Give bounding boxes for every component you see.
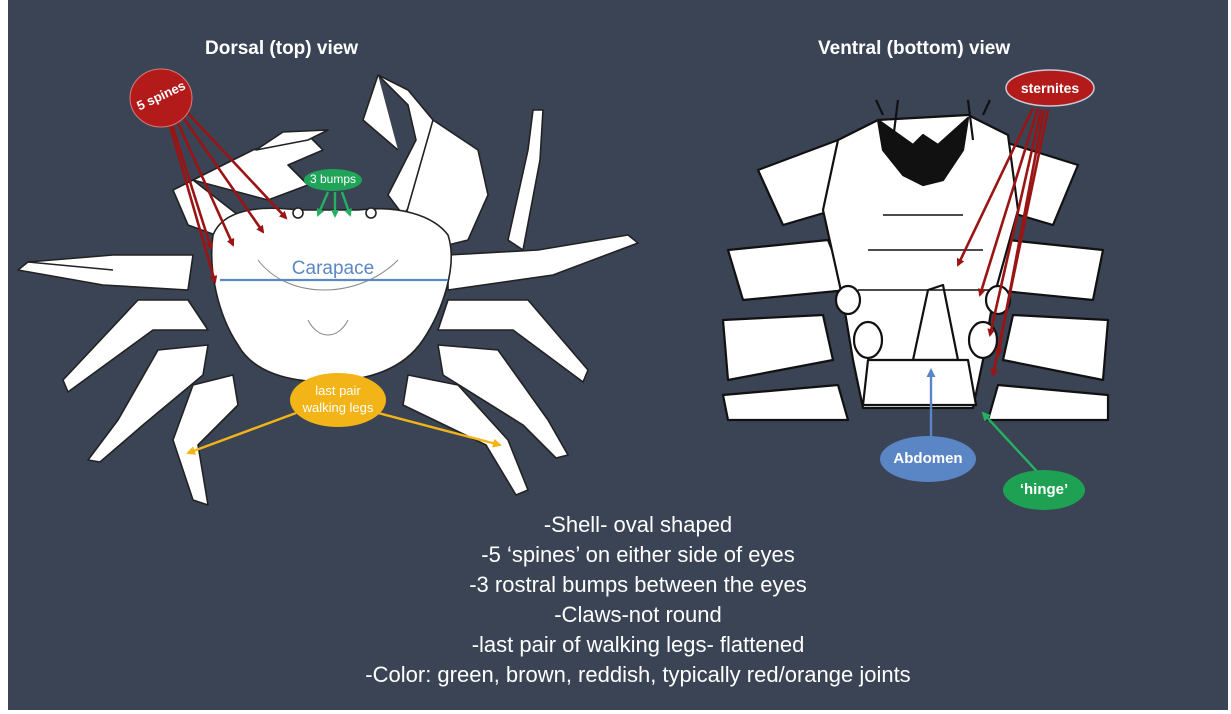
note-line: -Shell- oval shaped	[338, 510, 938, 540]
ventral-view-title: Ventral (bottom) view	[818, 38, 1010, 60]
note-line: -Color: green, brown, reddish, typically…	[338, 660, 938, 690]
description-notes: -Shell- oval shaped -5 ‘spines’ on eithe…	[338, 510, 938, 690]
note-line: -5 ‘spines’ on either side of eyes	[338, 540, 938, 570]
dorsal-view-title: Dorsal (top) view	[205, 38, 358, 60]
ventral-crab-illustration	[723, 100, 1108, 420]
slide: Dorsal (top) view Ventral (bottom) view …	[8, 0, 1228, 710]
last-pair-label-line1: last pair	[290, 383, 386, 398]
sternites-label: sternites	[1008, 80, 1092, 96]
dorsal-crab-illustration	[18, 75, 638, 505]
carapace-label: Carapace	[278, 258, 388, 280]
hinge-arrow	[983, 413, 1043, 478]
bumps-label: 3 bumps	[298, 172, 368, 186]
abdomen-label: Abdomen	[880, 450, 976, 467]
last-pair-label-line2: walking legs	[290, 400, 386, 415]
note-line: -last pair of walking legs- flattened	[338, 630, 938, 660]
hinge-label: ‘hinge’	[1003, 481, 1085, 498]
note-line: -Claws-not round	[338, 600, 938, 630]
note-line: -3 rostral bumps between the eyes	[338, 570, 938, 600]
